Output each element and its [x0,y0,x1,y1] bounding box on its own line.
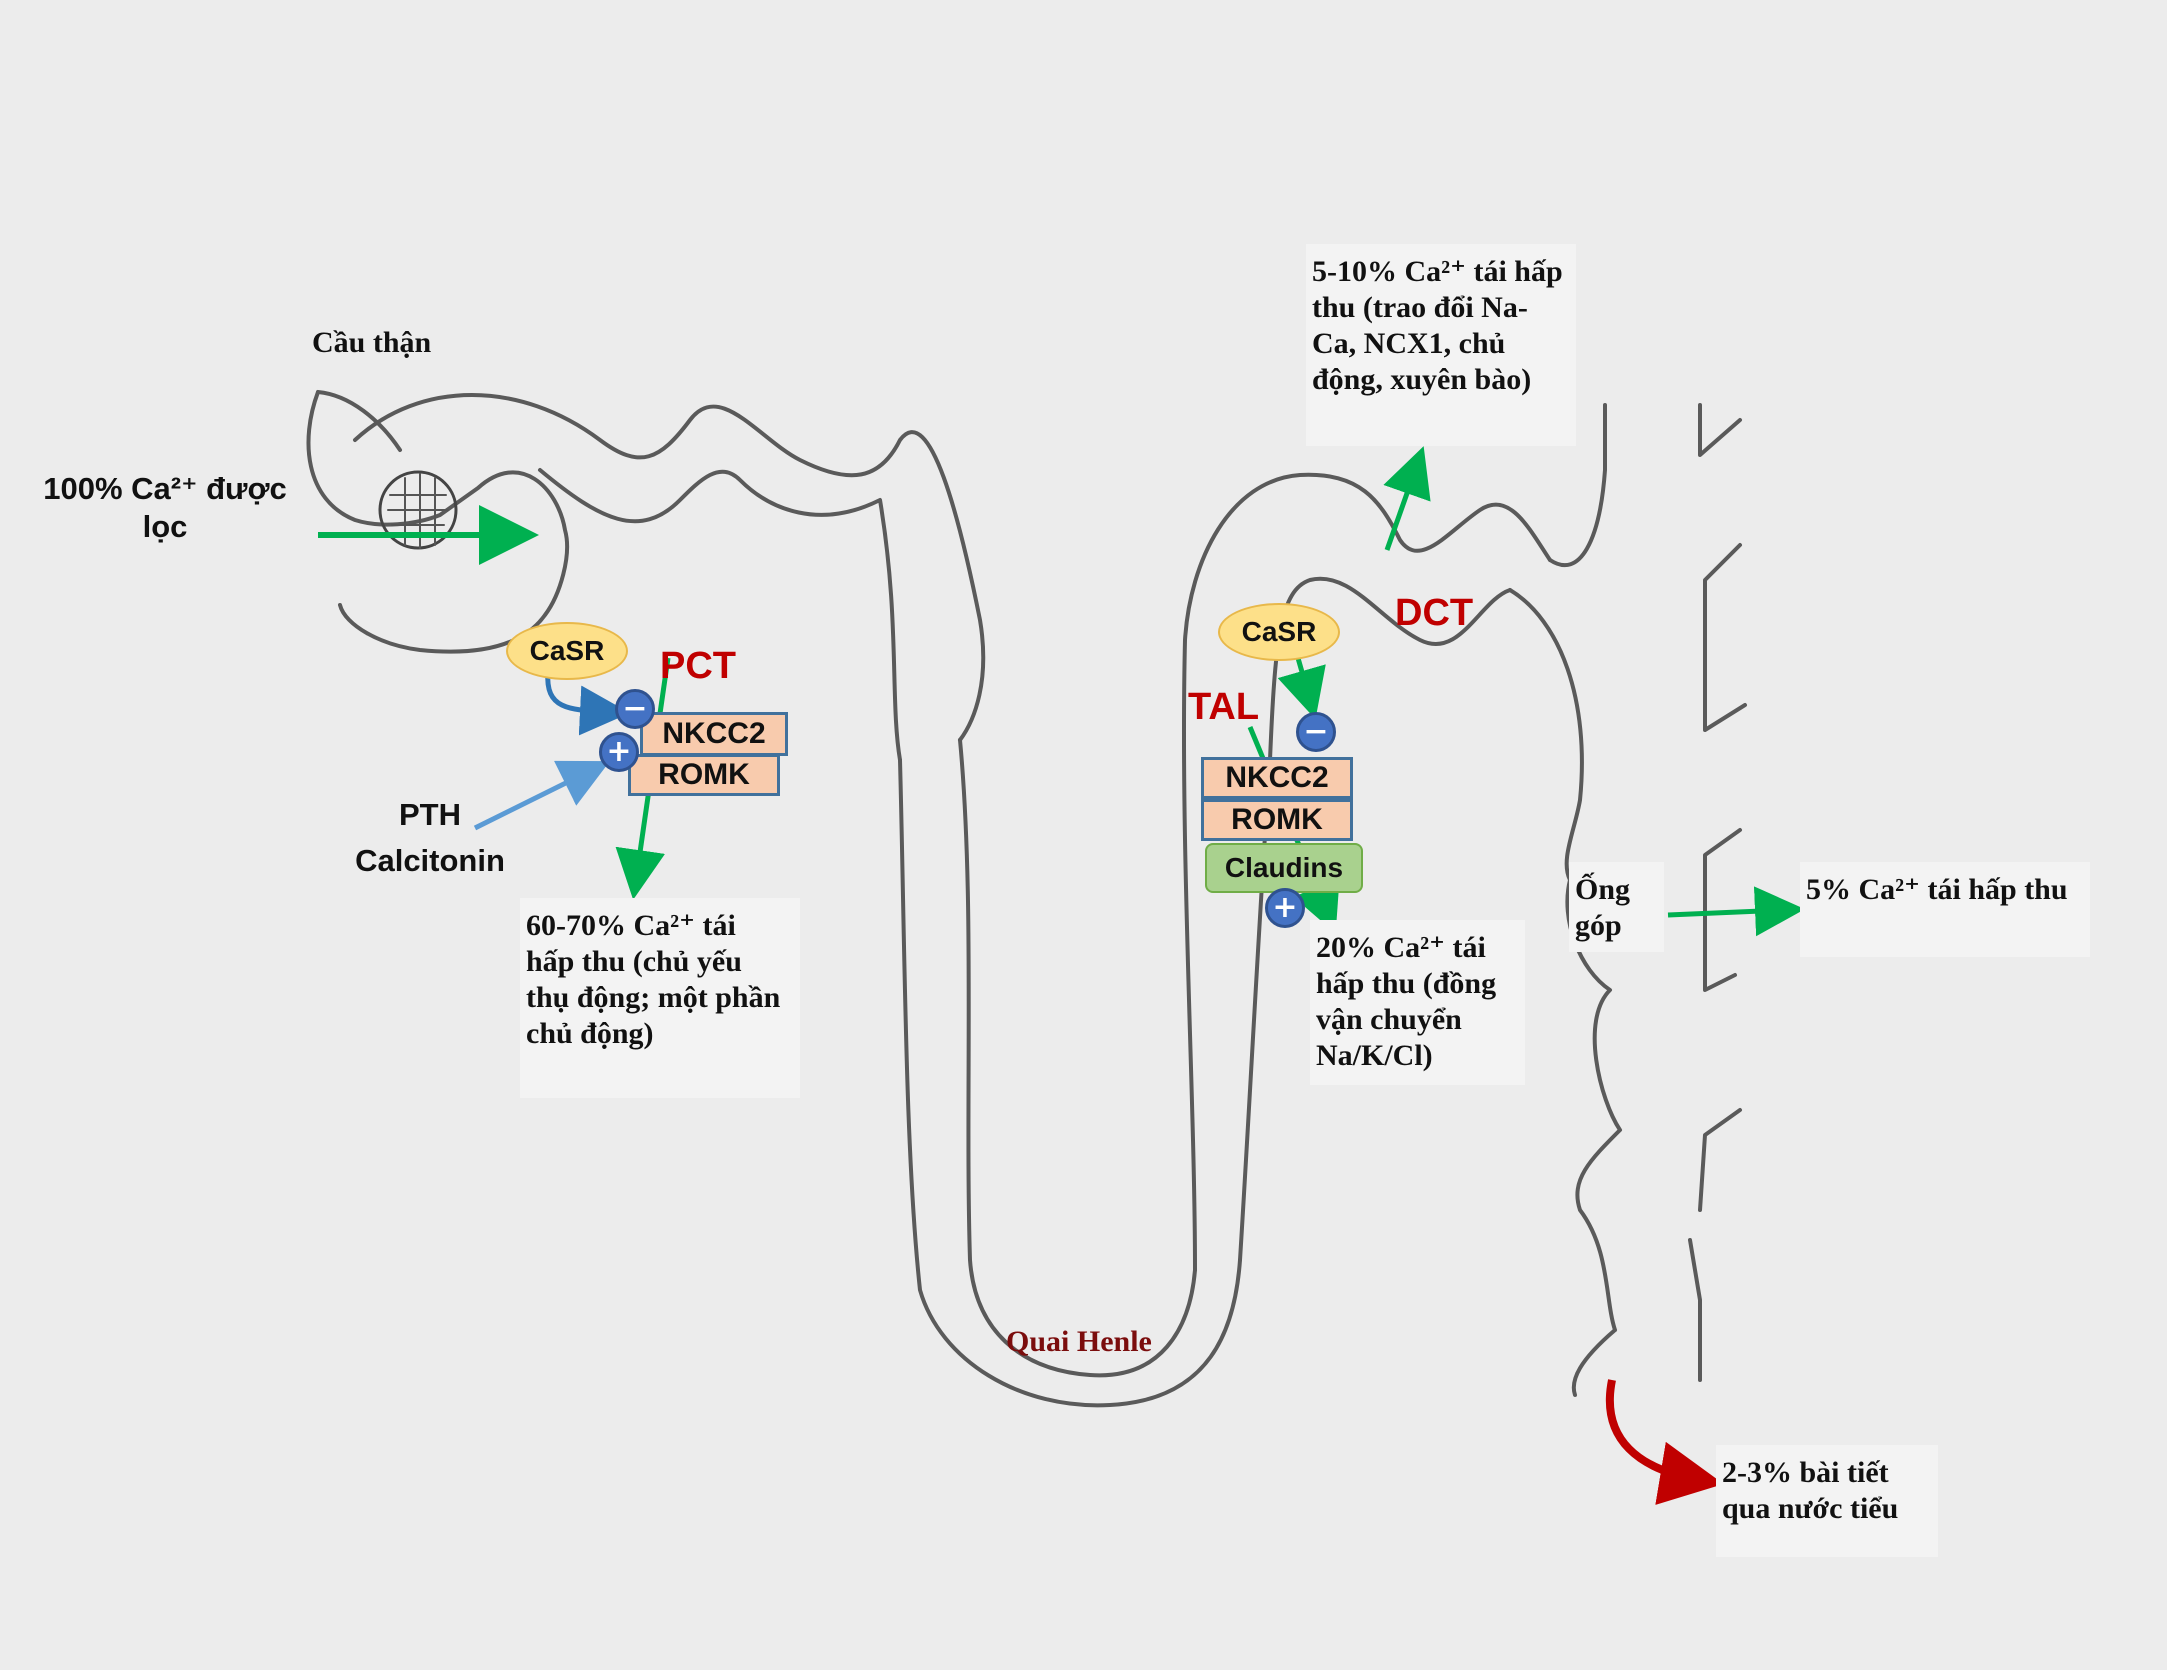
dct-label: DCT [1395,592,1474,634]
tal-claudins-channel: Claudins [1205,843,1363,893]
pct-casr-inhibit-arrow [545,671,630,736]
dct-reabsorption-note: 5-10% Ca²⁺ tái hấp thu (trao đổi Na- Ca,… [1306,244,1576,446]
tal-stimulation-plus-icon: + [1265,888,1305,928]
tal-casr-receptor: CaSR [1218,603,1340,661]
bowman-capsule [306,390,570,654]
collecting-duct-left [1565,878,1622,1397]
collecting-duct-right [1688,403,1747,1382]
dct-reabsorption-text: 5-10% Ca²⁺ tái hấp thu (trao đổi Na- Ca,… [1312,255,1563,396]
pct-romk-channel: ROMK [628,754,780,796]
distal-tubule [1548,403,1607,568]
filtered-label: 100% Ca²⁺ được lọc [43,471,287,544]
tal-label: TAL [1188,686,1260,728]
pct-nkcc2-transporter: NKCC2 [640,712,788,756]
pct-reabsorption-note: 60-70% Ca²⁺ tái hấp thu (chủ yếu thụ độn… [520,898,800,1098]
urine-excretion-text: 2-3% bài tiết qua nước tiểu [1722,1456,1899,1525]
collecting-duct-label-box: Ống góp [1569,862,1664,952]
cd-reabsorption-arrow [1667,886,1805,937]
pth-calcitonin-label: PTH Calcitonin [355,797,505,878]
dct-reabsorption-arrow [1383,446,1431,551]
descending-limb-inner [898,758,1242,1408]
collecting-duct-label: Ống góp [1575,873,1631,942]
glomerulus-label: Cầu thận [312,326,432,359]
tal-reabsorption-note: 20% Ca²⁺ tái hấp thu (đồng vận chuyển Na… [1310,920,1525,1085]
ascending-limb-outer [1181,472,1552,1272]
pth-stimulate-arrow [473,760,610,831]
urine-excretion-note: 2-3% bài tiết qua nước tiểu [1716,1445,1938,1557]
proximal-tubule-outer [353,393,986,742]
cd-reabsorption-note: 5% Ca²⁺ tái hấp thu [1800,862,2090,957]
cd-reabsorption-text: 5% Ca²⁺ tái hấp thu [1806,873,2068,906]
pct-reabsorption-text: 60-70% Ca²⁺ tái hấp thu (chủ yếu thụ độn… [526,909,781,1050]
tal-nkcc2-transporter: NKCC2 [1201,757,1353,799]
pct-inhibition-minus-icon: − [615,689,655,729]
pct-label: PCT [660,645,736,687]
glomerulus-tuft [378,470,458,550]
tal-inhibition-minus-icon: − [1296,712,1336,752]
loop-of-henle-label: Quai Henle [1006,1325,1152,1358]
descending-limb-outer [958,738,1197,1378]
pct-stimulation-plus-icon: + [599,732,639,772]
tal-romk-channel: ROMK [1201,799,1353,841]
urine-excretion-arrow [1605,1379,1724,1505]
tal-reabsorption-text: 20% Ca²⁺ tái hấp thu (đồng vận chuyển Na… [1316,931,1497,1072]
pct-casr-receptor: CaSR [506,622,628,680]
tal-casr-inhibit-arrow [1277,657,1326,720]
proximal-tubule-inner [538,468,902,762]
